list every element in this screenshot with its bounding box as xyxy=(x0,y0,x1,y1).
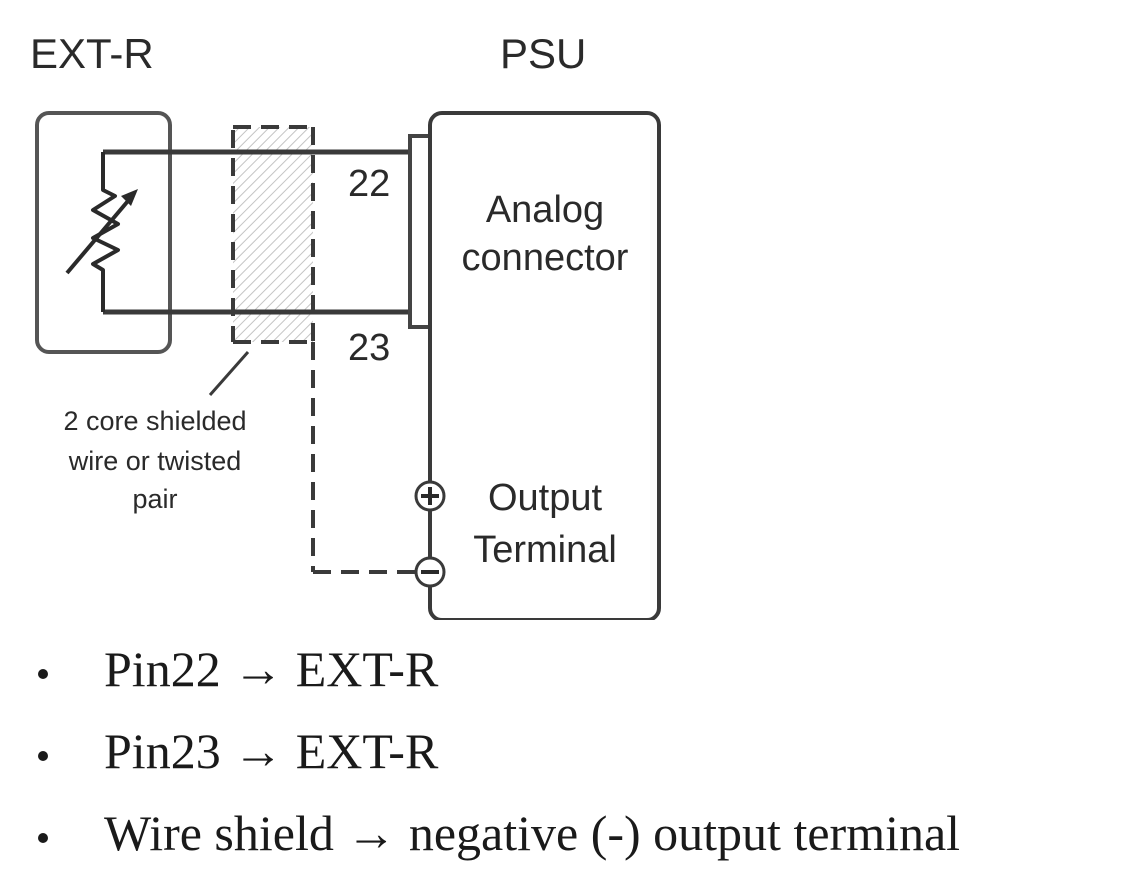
analog-connector-strip xyxy=(408,134,432,329)
bullet-icon xyxy=(38,669,48,679)
cable-note-leader xyxy=(208,351,250,396)
connection-item: Wire shield → negative (-) output termin… xyxy=(38,792,960,874)
wire-pair xyxy=(103,149,410,315)
analog-label-line1: Analog xyxy=(486,189,604,231)
variable-resistor-icon xyxy=(65,152,138,312)
pin-22-label: 22 xyxy=(348,163,390,205)
ext-r-box xyxy=(35,111,172,354)
connection-item: Pin22 → EXT-R xyxy=(38,628,960,710)
shield-outline xyxy=(231,125,417,574)
connection-list: Pin22 → EXT-R Pin23 → EXT-R Wire shield … xyxy=(38,628,960,874)
connection-text: Pin23 → EXT-R xyxy=(104,723,439,779)
output-label-line2: Terminal xyxy=(473,529,617,571)
output-label-line1: Output xyxy=(488,477,603,519)
connection-item: Pin23 → EXT-R xyxy=(38,710,960,792)
shield-hatch xyxy=(233,127,313,342)
connection-text: Pin22 → EXT-R xyxy=(104,641,439,697)
cable-note-line1: 2 core shielded xyxy=(63,406,246,436)
minus-circle-icon xyxy=(414,556,446,588)
connection-text: Wire shield → negative (-) output termin… xyxy=(104,805,961,861)
cable-note-line2: wire or twisted xyxy=(68,446,242,476)
analog-label-line2: connector xyxy=(462,237,629,279)
bullet-icon xyxy=(38,751,48,761)
cable-note-line3: pair xyxy=(132,484,177,514)
plus-circle-icon xyxy=(414,480,446,512)
psu-box xyxy=(428,111,661,620)
bullet-icon xyxy=(38,833,48,843)
wiring-diagram: EXT-R PSU 22 23 Analog connector Output … xyxy=(30,30,661,620)
pin-23-label: 23 xyxy=(348,327,390,369)
ext-r-title: EXT-R xyxy=(30,30,154,77)
psu-title: PSU xyxy=(500,30,586,77)
